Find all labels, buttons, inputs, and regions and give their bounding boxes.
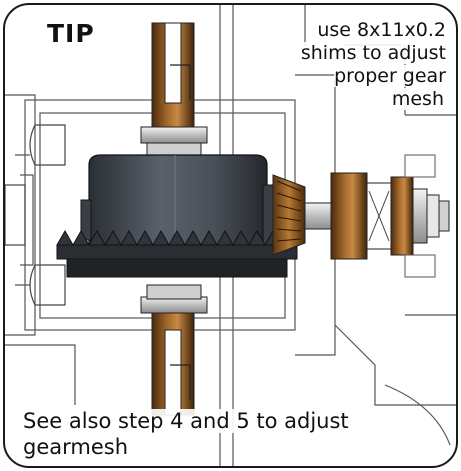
shim-adjust-note-text: use 8x11x0.2 shims to adjust proper gear… [300, 19, 446, 110]
differential-illustration [5, 5, 456, 466]
tip-card: TIP use 8x11x0.2 shims to adjust proper … [3, 3, 458, 468]
tip-heading: TIP [43, 19, 99, 48]
step-reference-note: See also step 4 and 5 to adjust gearmesh [23, 408, 423, 460]
step-reference-note-text: See also step 4 and 5 to adjust gearmesh [23, 409, 349, 459]
shim-adjust-note: use 8x11x0.2 shims to adjust proper gear… [276, 19, 446, 111]
